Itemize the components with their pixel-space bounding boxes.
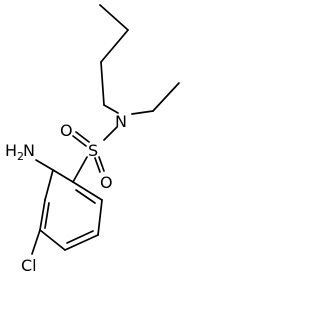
bond-s-o-left-a	[75, 131, 90, 143]
bond-ring-amine	[35, 159, 54, 171]
ring-bond-5	[39, 229, 66, 251]
ring-inner-bond-3	[66, 230, 94, 244]
bond-butyl-to-n	[103, 104, 119, 114]
chemical-structure-diagram: H 2 N S O O N Cl	[5, 4, 180, 275]
bond-s-o-left-b	[72, 135, 87, 147]
bond-s-o-bottom-a	[98, 156, 105, 172]
bond-s-o-bottom-b	[94, 157, 101, 173]
ring-inner-bond-2	[44, 202, 50, 229]
bond-butyl-3	[100, 61, 105, 106]
amine-nitrogen-label: H	[5, 141, 17, 160]
bond-butyl-1	[99, 4, 129, 31]
amine-n-label: N	[23, 141, 35, 160]
sulfonamide-nitrogen-label: N	[115, 112, 127, 131]
ring-bond-1	[52, 169, 74, 183]
ring-bond-3	[44, 169, 54, 201]
bond-butyl-2	[100, 29, 129, 63]
bond-s-ring	[72, 156, 88, 183]
oxygen-left-label: O	[60, 121, 73, 140]
bond-n-s	[103, 126, 118, 141]
ring-bond-2	[72, 181, 103, 201]
oxygen-bottom-label: O	[100, 173, 113, 192]
bond-ring-chlorine	[31, 229, 41, 255]
ring-bond-6	[64, 234, 99, 251]
ring-bond-4	[39, 199, 46, 231]
ring-inner-bond-1	[75, 189, 96, 204]
sulfur-label: S	[88, 141, 98, 160]
bond-ethyl	[152, 82, 180, 112]
bond-n-ethyl	[131, 110, 154, 115]
ring-bond-7	[97, 199, 103, 236]
amine-hydrogen-count: 2	[17, 150, 24, 163]
chlorine-label: Cl	[21, 256, 37, 275]
